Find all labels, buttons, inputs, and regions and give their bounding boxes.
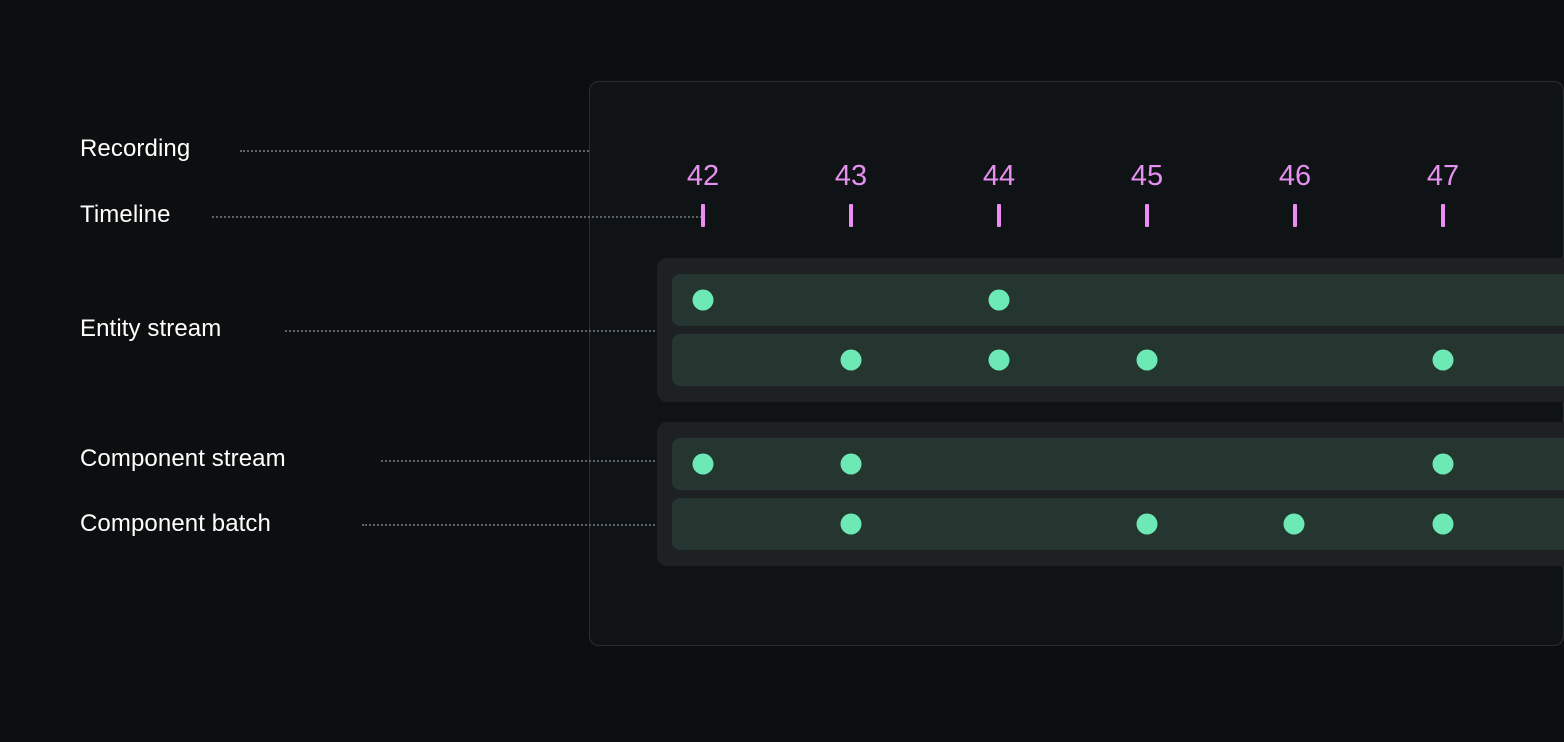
event-dot[interactable]	[1136, 513, 1158, 535]
timeline-tick-label-42: 42	[686, 160, 720, 192]
timeline-tick-label-46: 46	[1278, 160, 1312, 192]
leader-line-entity-stream	[285, 330, 703, 332]
event-dot[interactable]	[840, 349, 862, 371]
timeline-tick-mark-47[interactable]	[1441, 204, 1445, 227]
event-dot[interactable]	[1432, 349, 1454, 371]
timeline-tick-label-44: 44	[982, 160, 1016, 192]
timeline-tick-label-43: 43	[834, 160, 868, 192]
entity-stream-row-1[interactable]	[672, 274, 1564, 326]
timeline-tick-mark-44[interactable]	[997, 204, 1001, 227]
leader-line-component-batch	[362, 524, 851, 526]
timeline-tick-mark-42[interactable]	[701, 204, 705, 227]
timeline-tick-mark-46[interactable]	[1293, 204, 1297, 227]
timeline-tick-mark-45[interactable]	[1145, 204, 1149, 227]
timeline-tick-mark-43[interactable]	[849, 204, 853, 227]
event-dot[interactable]	[692, 289, 714, 311]
label-recording: Recording	[80, 135, 191, 162]
event-dot[interactable]	[1136, 349, 1158, 371]
entity-stream-row-2[interactable]	[672, 334, 1564, 386]
event-dot[interactable]	[840, 513, 862, 535]
event-dot[interactable]	[692, 453, 714, 475]
component-batch-row-1[interactable]	[672, 498, 1564, 550]
leader-line-component-stream	[381, 460, 703, 462]
label-timeline: Timeline	[80, 201, 171, 228]
leader-line-recording	[240, 150, 589, 152]
timeline-tick-label-45: 45	[1130, 160, 1164, 192]
event-dot[interactable]	[840, 453, 862, 475]
label-component-batch: Component batch	[80, 510, 271, 537]
event-dot[interactable]	[1283, 513, 1305, 535]
leader-line-timeline	[212, 216, 702, 218]
event-dot[interactable]	[1432, 453, 1454, 475]
label-component-stream: Component stream	[80, 445, 286, 472]
component-stream-row-1[interactable]	[672, 438, 1564, 490]
event-dot[interactable]	[988, 289, 1010, 311]
event-dot[interactable]	[988, 349, 1010, 371]
event-dot[interactable]	[1432, 513, 1454, 535]
timeline-tick-label-47: 47	[1426, 160, 1460, 192]
label-entity-stream: Entity stream	[80, 315, 222, 342]
